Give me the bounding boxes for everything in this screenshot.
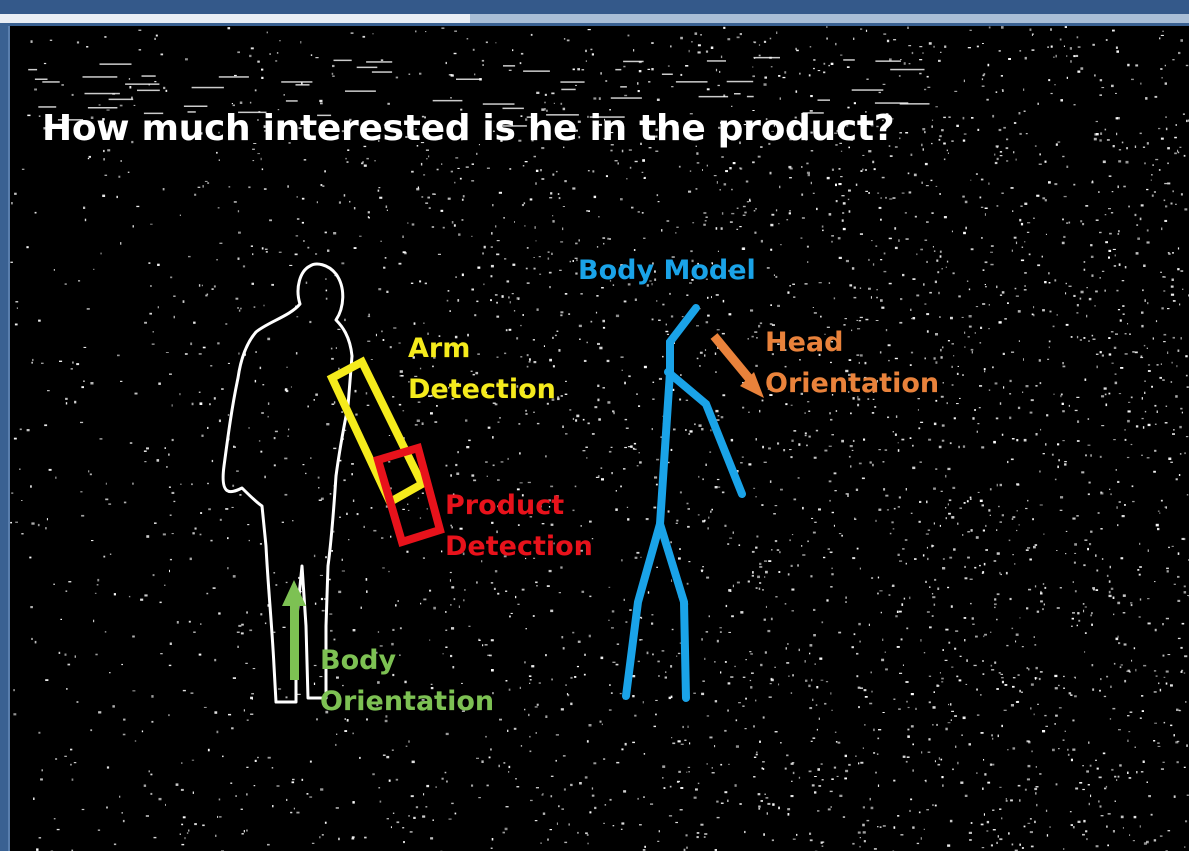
body-orientation-label-line1: Body xyxy=(320,645,397,676)
product-detection-label: Product Detection xyxy=(445,485,593,567)
slide-top-highlight-left xyxy=(0,14,475,23)
scene-drawing xyxy=(10,26,1189,851)
arm-detection-box xyxy=(326,356,428,508)
head-orientation-label-line1: Head xyxy=(765,327,844,358)
scene-image xyxy=(8,26,1189,851)
body-model-figure xyxy=(622,304,746,702)
head-orientation-arrow xyxy=(710,333,764,398)
person-silhouette xyxy=(221,262,354,704)
head-orientation-label: Head Orientation xyxy=(765,322,939,404)
product-detection-label-line1: Product xyxy=(445,490,565,521)
arm-detection-label: Arm Detection xyxy=(408,328,556,410)
slide-top-highlight xyxy=(470,14,1189,23)
body-orientation-label-line2: Orientation xyxy=(320,686,495,717)
slide-question: How much interested is he in the product… xyxy=(42,108,895,149)
product-detection-box xyxy=(373,442,445,548)
product-detection-label-line2: Detection xyxy=(445,531,593,562)
body-orientation-arrow xyxy=(282,580,306,680)
head-orientation-label-line2: Orientation xyxy=(765,368,940,399)
body-model-label: Body Model xyxy=(578,255,756,286)
arm-detection-label-line2: Detection xyxy=(408,374,556,405)
arm-detection-label-line1: Arm xyxy=(408,333,471,364)
scene-noise xyxy=(10,26,1189,851)
body-orientation-label: Body Orientation xyxy=(320,640,494,722)
